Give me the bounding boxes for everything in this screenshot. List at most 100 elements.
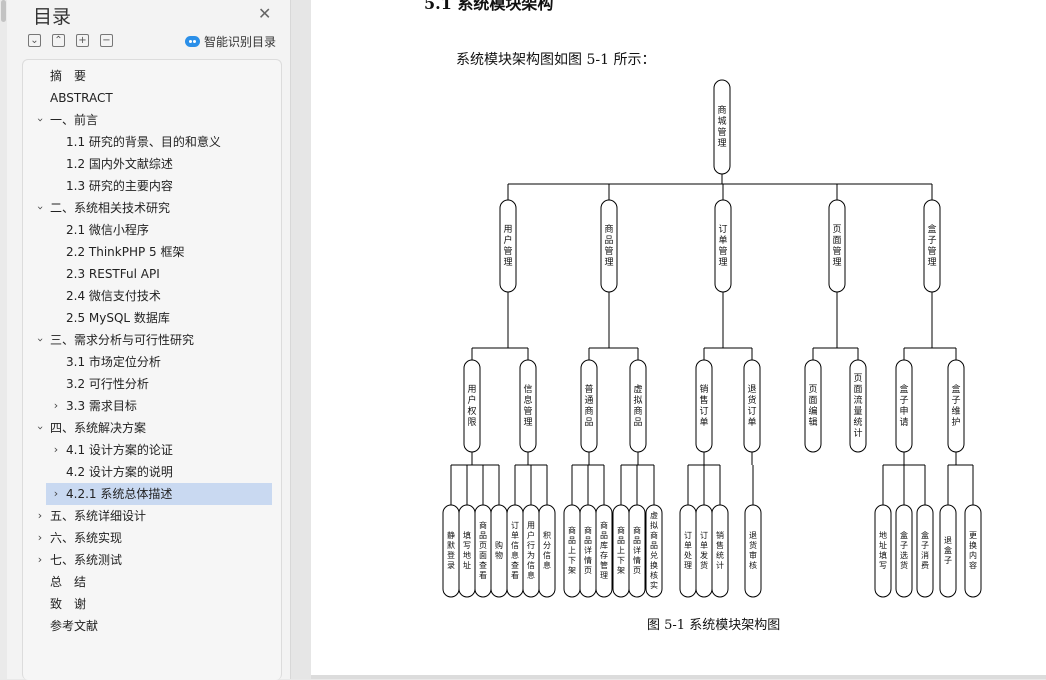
collapse-all-icon[interactable]: ⌃ xyxy=(52,34,65,47)
chevron-right-icon[interactable]: › xyxy=(53,487,59,500)
toc-item[interactable]: › 五、系统详细设计 xyxy=(30,505,270,527)
toc-item-label: 3.1 市场定位分析 xyxy=(66,355,161,369)
toc-item-label: ABSTRACT xyxy=(50,91,113,105)
leaf-node-label: 退盒子 xyxy=(944,536,952,565)
sidebar-scroll-thumb[interactable] xyxy=(1,0,6,22)
toc-item[interactable]: 总 结 xyxy=(30,571,270,593)
leaf-node xyxy=(744,504,762,598)
leaf-node-label: 积分信息 xyxy=(543,530,551,570)
section-heading: 5.1 系统模块架构 xyxy=(424,0,554,13)
toc-item-label: 参考文献 xyxy=(50,619,99,633)
ai-bot-icon xyxy=(185,36,200,47)
leaf-node xyxy=(538,504,556,598)
leaf-node xyxy=(964,504,982,598)
submodule-node xyxy=(629,359,647,453)
module-node xyxy=(600,199,618,293)
toc-item[interactable]: ›3.3 需求目标 xyxy=(30,395,270,417)
submodule-node xyxy=(804,359,822,453)
toc-item-label: 1.2 国内外文献综述 xyxy=(66,157,173,171)
toc-item[interactable]: ABSTRACT xyxy=(30,87,270,109)
module-node-label: 用户管理 xyxy=(503,224,512,268)
toc-item[interactable]: 2.4 微信支付技术 xyxy=(30,285,270,307)
toc-item[interactable]: ›三、需求分析与可行性研究 xyxy=(30,329,270,351)
toc-item-label: 2.3 RESTFul API xyxy=(66,267,160,281)
toc-item[interactable]: 3.2 可行性分析 xyxy=(30,373,270,395)
toc-item[interactable]: › 七、系统测试 xyxy=(30,549,270,571)
chevron-right-icon[interactable]: › xyxy=(37,553,43,566)
toc-item-label: 五、系统详细设计 xyxy=(50,509,147,523)
toc-item[interactable]: 1.3 研究的主要内容 xyxy=(30,175,270,197)
submodule-node-label: 盒子维护 xyxy=(951,383,960,428)
leaf-node-label: 订单处理 xyxy=(684,530,692,570)
sidebar-scrollbar[interactable] xyxy=(0,0,7,679)
leaf-node-label: 订单发货 xyxy=(700,530,708,570)
toc-item[interactable]: 3.1 市场定位分析 xyxy=(30,351,270,373)
toc-item[interactable]: ›二、系统相关技术研究 xyxy=(30,197,270,219)
module-node-label: 订单管理 xyxy=(718,224,727,268)
chevron-right-icon[interactable]: › xyxy=(37,509,43,522)
toc-item[interactable]: 2.1 微信小程序 xyxy=(30,219,270,241)
leaf-node-label: 盒子消费 xyxy=(921,530,929,570)
chevron-right-icon[interactable]: › xyxy=(53,443,59,456)
toc-item[interactable]: 1.2 国内外文献综述 xyxy=(30,153,270,175)
toc-item[interactable]: ›4.2.1 系统总体描述 xyxy=(46,483,272,505)
submodule-node-label: 虚拟商品 xyxy=(633,383,642,428)
submodule-node-label: 普通商品 xyxy=(584,383,593,428)
smart-toc-button[interactable]: 智能识别目录 xyxy=(185,33,276,50)
toc-item[interactable]: 参考文献 xyxy=(30,615,270,637)
toc-item[interactable]: › 4.1 设计方案的论证 xyxy=(30,439,270,461)
toc-item-label: 总 结 xyxy=(50,575,87,589)
toc-item[interactable]: 2.5 MySQL 数据库 xyxy=(30,307,270,329)
leaf-node-label: 销售统计 xyxy=(716,530,724,570)
leaf-node xyxy=(895,504,913,598)
remove-icon[interactable]: − xyxy=(100,34,113,47)
submodule-node-label: 信息管理 xyxy=(523,383,532,428)
leaf-node-label: 盒子选货 xyxy=(900,530,908,570)
toc-item[interactable]: ›四、系统解决方案 xyxy=(30,417,270,439)
leaf-node-label: 商品详情页 xyxy=(633,525,641,575)
submodule-node-label: 用户权限 xyxy=(467,384,476,428)
toc-item[interactable]: ›六、系统实现 xyxy=(30,527,270,549)
module-node-label: 页面管理 xyxy=(832,224,841,268)
module-node-label: 商品管理 xyxy=(604,223,613,268)
expand-all-icon[interactable]: ⌄ xyxy=(28,34,41,47)
leaf-node xyxy=(916,504,934,598)
toc-item[interactable]: 摘 要 xyxy=(30,65,270,87)
toc-item-label: 七、系统测试 xyxy=(50,553,123,567)
root-node-label: 商城管理 xyxy=(717,104,726,149)
chevron-right-icon[interactable]: › xyxy=(53,399,59,412)
toc-item[interactable]: 1.1 研究的背景、目的和意义 xyxy=(30,131,270,153)
leaf-node-label: 用户行为信息 xyxy=(527,521,535,580)
leaf-node-label: 虚拟商品兑换核实 xyxy=(650,510,658,590)
toc-item[interactable]: 2.3 RESTFul API xyxy=(30,263,270,285)
toc-item[interactable]: 2.2 ThinkPHP 5 框架 xyxy=(30,241,270,263)
leaf-node-label: 退货审核 xyxy=(749,531,757,570)
add-icon[interactable]: + xyxy=(76,34,89,47)
toc-list xyxy=(22,59,282,680)
submodule-node-label: 盒子申请 xyxy=(899,383,908,428)
chevron-right-icon[interactable]: › xyxy=(37,531,43,544)
leaf-node xyxy=(874,504,892,598)
toc-item[interactable]: 4.2 设计方案的说明 xyxy=(30,461,270,483)
leaf-node-label: 更换内容 xyxy=(969,531,977,570)
toc-item[interactable]: 致 谢 xyxy=(30,593,270,615)
leaf-node xyxy=(711,504,729,598)
toc-item-label: 致 谢 xyxy=(50,597,87,611)
smart-toc-label: 智能识别目录 xyxy=(204,35,277,49)
submodule-node xyxy=(947,359,965,453)
toc-item-label: 4.1 设计方案的论证 xyxy=(66,443,173,457)
submodule-node xyxy=(695,359,713,453)
root-node xyxy=(713,79,731,175)
intro-text: 系统模块架构图如图 5-1 所示： xyxy=(456,52,656,68)
close-icon[interactable]: ✕ xyxy=(258,4,272,23)
document-scrollbar[interactable] xyxy=(291,0,311,679)
leaf-node-label: 地址填写 xyxy=(879,530,887,570)
toc-item-label: 四、系统解决方案 xyxy=(50,421,147,435)
toc-item[interactable]: ›一、前言 xyxy=(30,109,270,131)
toc-item-label: 2.2 ThinkPHP 5 框架 xyxy=(66,245,185,259)
leaf-node-label: 填写地址 xyxy=(463,530,471,570)
leaf-node-label: 购物 xyxy=(495,540,503,560)
toc-item-label: 三、需求分析与可行性研究 xyxy=(50,333,195,347)
